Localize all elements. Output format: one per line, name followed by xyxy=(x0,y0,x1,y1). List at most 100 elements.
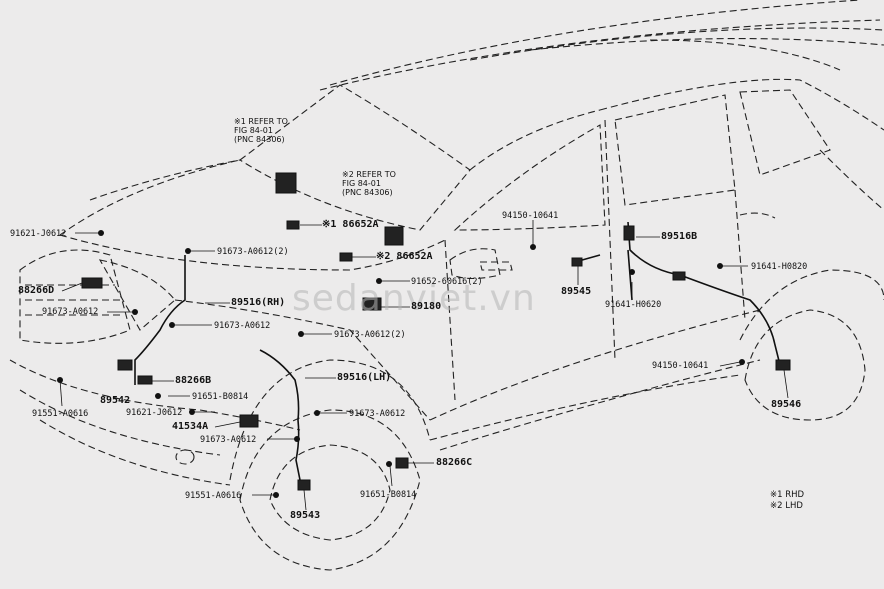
roof-line xyxy=(319,19,881,91)
note-line: ※2 REFER TO xyxy=(342,170,396,179)
rear-door-edge xyxy=(734,189,746,321)
hood-crease xyxy=(89,159,241,201)
clamp-89516b xyxy=(623,225,635,241)
a-pillar xyxy=(469,109,601,171)
part-label[interactable]: 91641-H0620 xyxy=(605,300,662,310)
bolt-dot xyxy=(294,436,300,442)
roof-line xyxy=(649,39,841,71)
front-window xyxy=(453,124,606,231)
bolt-dot xyxy=(376,278,382,284)
bolt-dot xyxy=(298,331,304,337)
part-label[interactable]: 91651-B0814 xyxy=(192,392,249,402)
part-label[interactable]: 41534A xyxy=(172,421,209,432)
note-line: FIG 84-01 xyxy=(342,179,381,188)
note-line: FIG 84-01 xyxy=(234,126,273,135)
bolt-dot xyxy=(273,492,279,498)
part-label[interactable]: 89546 xyxy=(771,399,802,410)
part-label[interactable]: 91673-A0612(2) xyxy=(217,247,289,257)
part-label[interactable]: 91673-A0612 xyxy=(42,307,99,317)
refer-note-1: ※1 REFER TO FIG 84-01 (PNC 84306) xyxy=(234,117,288,144)
part-label[interactable]: 88266D xyxy=(18,285,55,296)
part-label[interactable]: 89516B xyxy=(661,231,698,242)
front-wheel-rim xyxy=(269,444,391,541)
bumper-under xyxy=(39,419,231,486)
roof-line xyxy=(529,38,884,51)
part-label[interactable]: 89542 xyxy=(100,395,131,406)
grille-bars xyxy=(25,284,122,316)
part-label[interactable]: 91641-H0820 xyxy=(751,262,808,272)
bolt-dot xyxy=(155,393,161,399)
part-label[interactable]: 91673-A0612 xyxy=(200,435,257,445)
rear-wheel xyxy=(744,309,866,421)
part-label[interactable]: 91651-B0814 xyxy=(360,490,417,500)
part-label[interactable]: 91652-60616(2) xyxy=(411,277,483,287)
part-label[interactable]: 91673-A0612 xyxy=(214,321,271,331)
part-label[interactable]: 94150-10641 xyxy=(502,211,559,221)
sensor-89543 xyxy=(297,479,311,491)
hood-top xyxy=(59,159,241,236)
part-label[interactable]: 91621-J0612 xyxy=(10,229,67,239)
part-label[interactable]: 89545 xyxy=(561,286,592,297)
clamp-88266b xyxy=(137,375,153,385)
part-label[interactable]: 91673-A0612(2) xyxy=(334,330,406,340)
sensor-89545 xyxy=(571,257,583,267)
roof-line xyxy=(469,27,884,61)
leader xyxy=(214,421,241,428)
part-label[interactable]: 91551-A0616 xyxy=(32,409,89,419)
legend: ※1 RHD ※2 LHD xyxy=(770,490,804,512)
quarter-window xyxy=(739,89,831,176)
part-label[interactable]: 89516(LH) xyxy=(337,372,392,383)
part-label[interactable]: ※2 86652A xyxy=(376,251,433,262)
mirror xyxy=(449,248,501,280)
hood-edge xyxy=(59,234,446,271)
bolt-dot xyxy=(57,377,63,383)
bolt-dot xyxy=(530,244,536,250)
part-label[interactable]: 91673-A0612 xyxy=(349,409,406,419)
clamp-88266c xyxy=(395,457,409,469)
part-label[interactable]: ※1 86652A xyxy=(322,219,379,230)
front-door-edge xyxy=(444,239,456,401)
legend-rhd: ※1 RHD xyxy=(770,490,805,500)
rear-body xyxy=(819,149,884,211)
bolt-dot xyxy=(314,410,320,416)
bracket-refer1 xyxy=(275,172,297,194)
rocker xyxy=(429,374,741,441)
leader xyxy=(783,369,789,399)
sensor-89542 xyxy=(117,359,133,371)
door-handle xyxy=(479,261,513,271)
bracket-41534a xyxy=(239,414,259,428)
part-label[interactable]: 91551-A0616 xyxy=(185,491,242,501)
part-label[interactable]: 91621-J0612 xyxy=(126,408,183,418)
bolt-dot xyxy=(189,409,195,415)
part-label[interactable]: 88266C xyxy=(436,457,473,468)
part-label[interactable]: 94150-10641 xyxy=(652,361,709,371)
refer-note-2: ※2 REFER TO FIG 84-01 (PNC 84306) xyxy=(342,170,396,197)
side-roof-rail xyxy=(599,78,884,131)
bolt-dot xyxy=(386,461,392,467)
bolt-dot xyxy=(185,248,191,254)
clamp-rear xyxy=(672,271,686,281)
part-label[interactable]: 89180 xyxy=(411,301,442,312)
bumper xyxy=(9,359,301,431)
bumper-lower xyxy=(19,389,221,456)
headlight xyxy=(98,259,176,331)
harness-lh xyxy=(259,349,301,481)
leader xyxy=(389,465,393,487)
bolt-dot xyxy=(629,269,635,275)
front-fender xyxy=(174,299,431,421)
leader xyxy=(719,361,741,367)
leader xyxy=(61,282,83,292)
sensor-89180-shape xyxy=(362,297,382,311)
clamp-86652a-2 xyxy=(339,252,353,262)
note-line: ※1 REFER TO xyxy=(234,117,288,126)
fog-light xyxy=(175,449,195,465)
part-label[interactable]: 89543 xyxy=(290,510,321,521)
front-face xyxy=(19,249,131,344)
bolt-dot xyxy=(739,359,745,365)
part-label[interactable]: 88266B xyxy=(175,375,212,386)
part-label[interactable]: 89516(RH) xyxy=(231,297,286,308)
leader xyxy=(59,379,63,407)
watermark: sedanviet.vn xyxy=(292,278,536,319)
body-line xyxy=(429,309,761,421)
